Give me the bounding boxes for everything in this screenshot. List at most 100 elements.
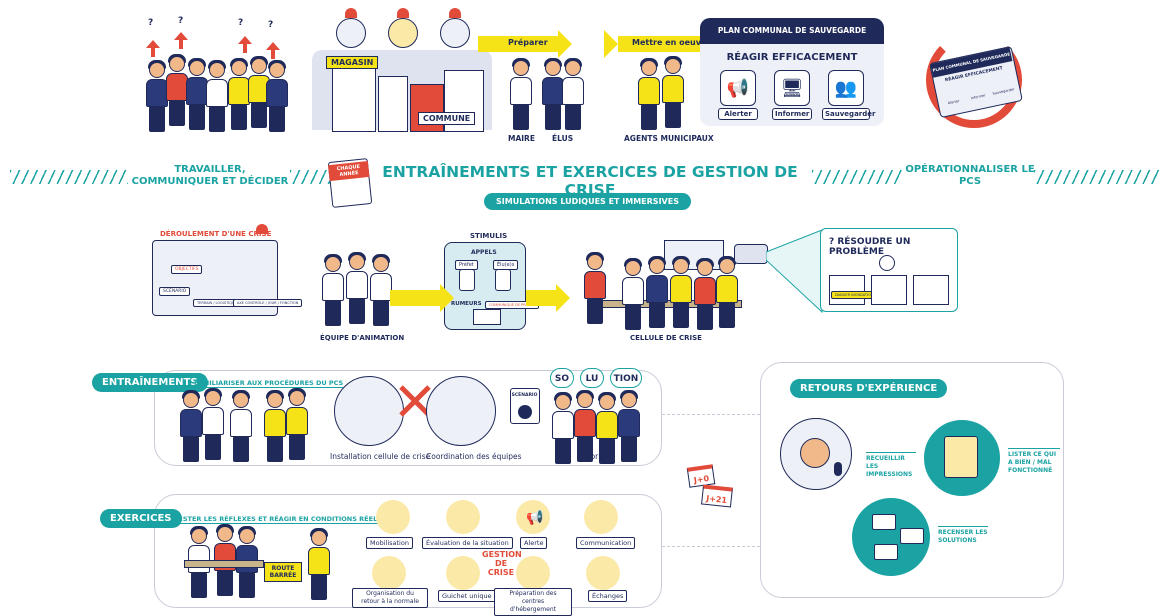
person-figure <box>204 60 230 132</box>
elus-label: ÉLUS <box>552 134 574 143</box>
pcs-header-text: PLAN COMMUNAL DE SAUVEGARDE <box>717 26 867 35</box>
connector-line <box>662 546 760 547</box>
stimulis-arrow <box>390 284 454 312</box>
crisis-member <box>582 252 608 324</box>
crisis-board: OBJECTIFS SCÉNARIO TERRAIN / LOGISTIQUE … <box>152 240 303 316</box>
coordination-circle <box>426 376 496 446</box>
calendar-icon: CHAQUE ANNÉE <box>327 158 373 208</box>
maire-figure <box>508 58 534 130</box>
preparer-arrow <box>478 30 572 58</box>
board-tag: SCÉNARIO <box>159 287 191 296</box>
camera-icon <box>734 244 768 264</box>
retours-pill: RETOURS D'EXPÉRIENCE <box>790 379 948 398</box>
magasin-sign: MAGASIN <box>326 56 379 69</box>
exercise-table <box>184 560 264 568</box>
megaphone-icon: 📢 <box>720 70 756 106</box>
confused-people-group: ? ? ? ? <box>140 16 290 133</box>
people-shield-icon: 👥 <box>828 70 864 106</box>
bubble-lu: LU <box>580 368 604 388</box>
cellule-label: CELLULE DE CRISE <box>630 334 702 342</box>
stimulis-label: STIMULIS <box>470 232 508 240</box>
band-right-text: OPÉRATIONNALISER LE PCS <box>905 164 1035 187</box>
scenario-label: SCÉNARIO <box>511 393 538 398</box>
problem-frame <box>913 275 949 305</box>
board-tag: AXE CONTRÔLE / JOUR / FONCTION <box>233 299 303 307</box>
animator-figure <box>368 254 394 326</box>
commune-sign: COMMUNE <box>418 112 476 125</box>
question-mark: ? <box>178 16 184 26</box>
deroulement-label: DÉROULEMENT D'UNE CRISE <box>160 230 272 238</box>
stimulis-panel: APPELS Préfet Élu(e)s RUMEURS COMMUNIQUÉ… <box>444 242 539 330</box>
sauvegarder-label: Sauvegarder <box>822 108 875 120</box>
problem-frame <box>829 275 865 305</box>
trainee-figure <box>200 388 226 460</box>
animator-figure <box>344 252 370 324</box>
pcs-card: PLAN COMMUNAL DE SAUVEGARDE RÉAGIR EFFIC… <box>700 18 884 126</box>
checklist-icon <box>944 436 978 478</box>
communication-icon <box>584 500 618 534</box>
idea-card-icon <box>874 544 898 560</box>
pcs-book-label: Alerter <box>947 98 960 106</box>
problem-frame <box>871 275 907 305</box>
computer-icon: 🖥 <box>774 70 810 106</box>
megaphone-icon: 📢 <box>526 510 544 526</box>
equipe-label: ÉQUIPE D'ANIMATION <box>320 334 405 342</box>
hebergement-tag: Préparation des centres d'hébergement <box>494 588 572 616</box>
lister-label: LISTER CE QUI A BIEN / MAL FONCTIONNÉ <box>1008 448 1060 475</box>
guichet-tag: Guichet unique <box>438 590 496 602</box>
route-barree-sign: ROUTE BARRÉE <box>264 562 302 582</box>
evaluation-icon <box>446 500 480 534</box>
alerte-icon <box>516 500 550 534</box>
hatch-decoration <box>1034 170 1160 184</box>
resoudre-card: ? RÉSOUDRE UN PROBLÈME DANGER INONDATION <box>820 228 958 312</box>
rumeurs-label: RUMEURS <box>451 301 482 307</box>
bubble-tion: TION <box>610 368 642 388</box>
agent-figure <box>306 528 332 600</box>
person-figure <box>246 56 272 128</box>
siren-icon <box>397 8 409 18</box>
trainee-figure <box>228 390 254 462</box>
pcs-book-label: Sauvegarder <box>992 87 1015 96</box>
red-arrow-icon <box>146 40 160 57</box>
question-mark: ? <box>268 20 274 30</box>
debrief-member <box>594 392 620 464</box>
maire-label: MAIRE <box>508 134 535 143</box>
debrief-member <box>572 390 598 462</box>
town-illustration: MAGASIN COMMUNE <box>312 6 492 134</box>
informer-label: Informer <box>772 108 812 120</box>
entrainements-sub: FAMILIARISER AUX PROCÉDURES DU PCS <box>194 379 344 388</box>
hatch-decoration <box>812 170 902 184</box>
siren-icon <box>256 224 268 234</box>
evaluation-tag: Évaluation de la situation <box>422 537 513 549</box>
preparer-label: Préparer <box>508 38 548 47</box>
appels-label: APPELS <box>471 249 497 256</box>
hatch-decoration <box>10 170 128 184</box>
retour-normale-tag: Organisation du retour à la normale <box>352 588 428 608</box>
question-mark: ? <box>238 18 244 28</box>
cross-icon <box>399 385 431 417</box>
hatch-decoration <box>290 170 332 184</box>
crisis-member <box>714 256 740 328</box>
building <box>332 62 376 132</box>
debrief-member <box>616 390 642 462</box>
echanges-icon <box>586 556 620 590</box>
pcs-title: RÉAGIR EFFICACEMENT <box>726 52 858 63</box>
board-tag: OBJECTIFS <box>171 265 203 274</box>
siren-icon <box>449 8 461 18</box>
crisis-member <box>692 258 718 330</box>
elu-figure <box>560 58 586 130</box>
animator-figure <box>320 254 346 326</box>
siren-icon <box>345 8 357 18</box>
microphone-icon <box>834 462 842 476</box>
idea-card-icon <box>872 514 896 530</box>
mobilisation-icon <box>376 500 410 534</box>
elu-figure <box>540 58 566 130</box>
pcs-book-label: Informer <box>970 93 986 101</box>
crisis-member <box>668 256 694 328</box>
crisis-arrow <box>526 284 570 312</box>
storm-alert-icon <box>440 18 470 48</box>
mettre-en-oeuvre-label: Mettre en oeuvre <box>632 38 711 47</box>
flood-alert-icon <box>336 18 366 48</box>
building <box>378 76 408 132</box>
subtitle-pill: SIMULATIONS LUDIQUES ET IMMERSIVES <box>484 193 691 210</box>
